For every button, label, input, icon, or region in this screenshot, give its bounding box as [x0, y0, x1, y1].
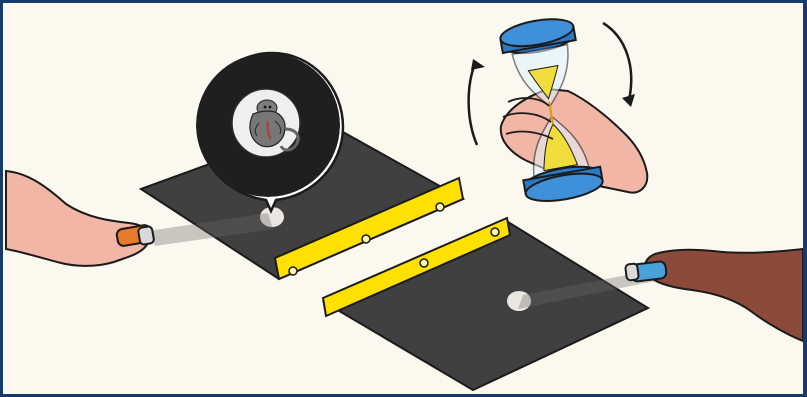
flashlight-head-icon [138, 226, 155, 245]
folder-snap-icon [420, 259, 428, 267]
left-hand-flashlight [6, 171, 154, 266]
hourglass-group [469, 14, 648, 206]
rotate-arrow-head-icon [471, 59, 485, 70]
right-hand-icon [645, 249, 803, 341]
right-folder [323, 218, 648, 390]
folder-snap-icon [436, 203, 444, 211]
folder-snap-icon [491, 228, 499, 236]
illustration-canvas [3, 3, 803, 394]
flashlight-head-icon [625, 263, 639, 280]
rotate-arrow-icon [603, 23, 631, 100]
rotate-arrow-head-icon [622, 94, 635, 107]
folder-snap-icon [289, 267, 297, 275]
folder-snap-icon [362, 235, 370, 243]
right-hand-flashlight [625, 249, 803, 341]
illustration-svg [3, 3, 803, 394]
left-hand-icon [6, 171, 150, 266]
rotate-arrow-icon [469, 61, 477, 145]
